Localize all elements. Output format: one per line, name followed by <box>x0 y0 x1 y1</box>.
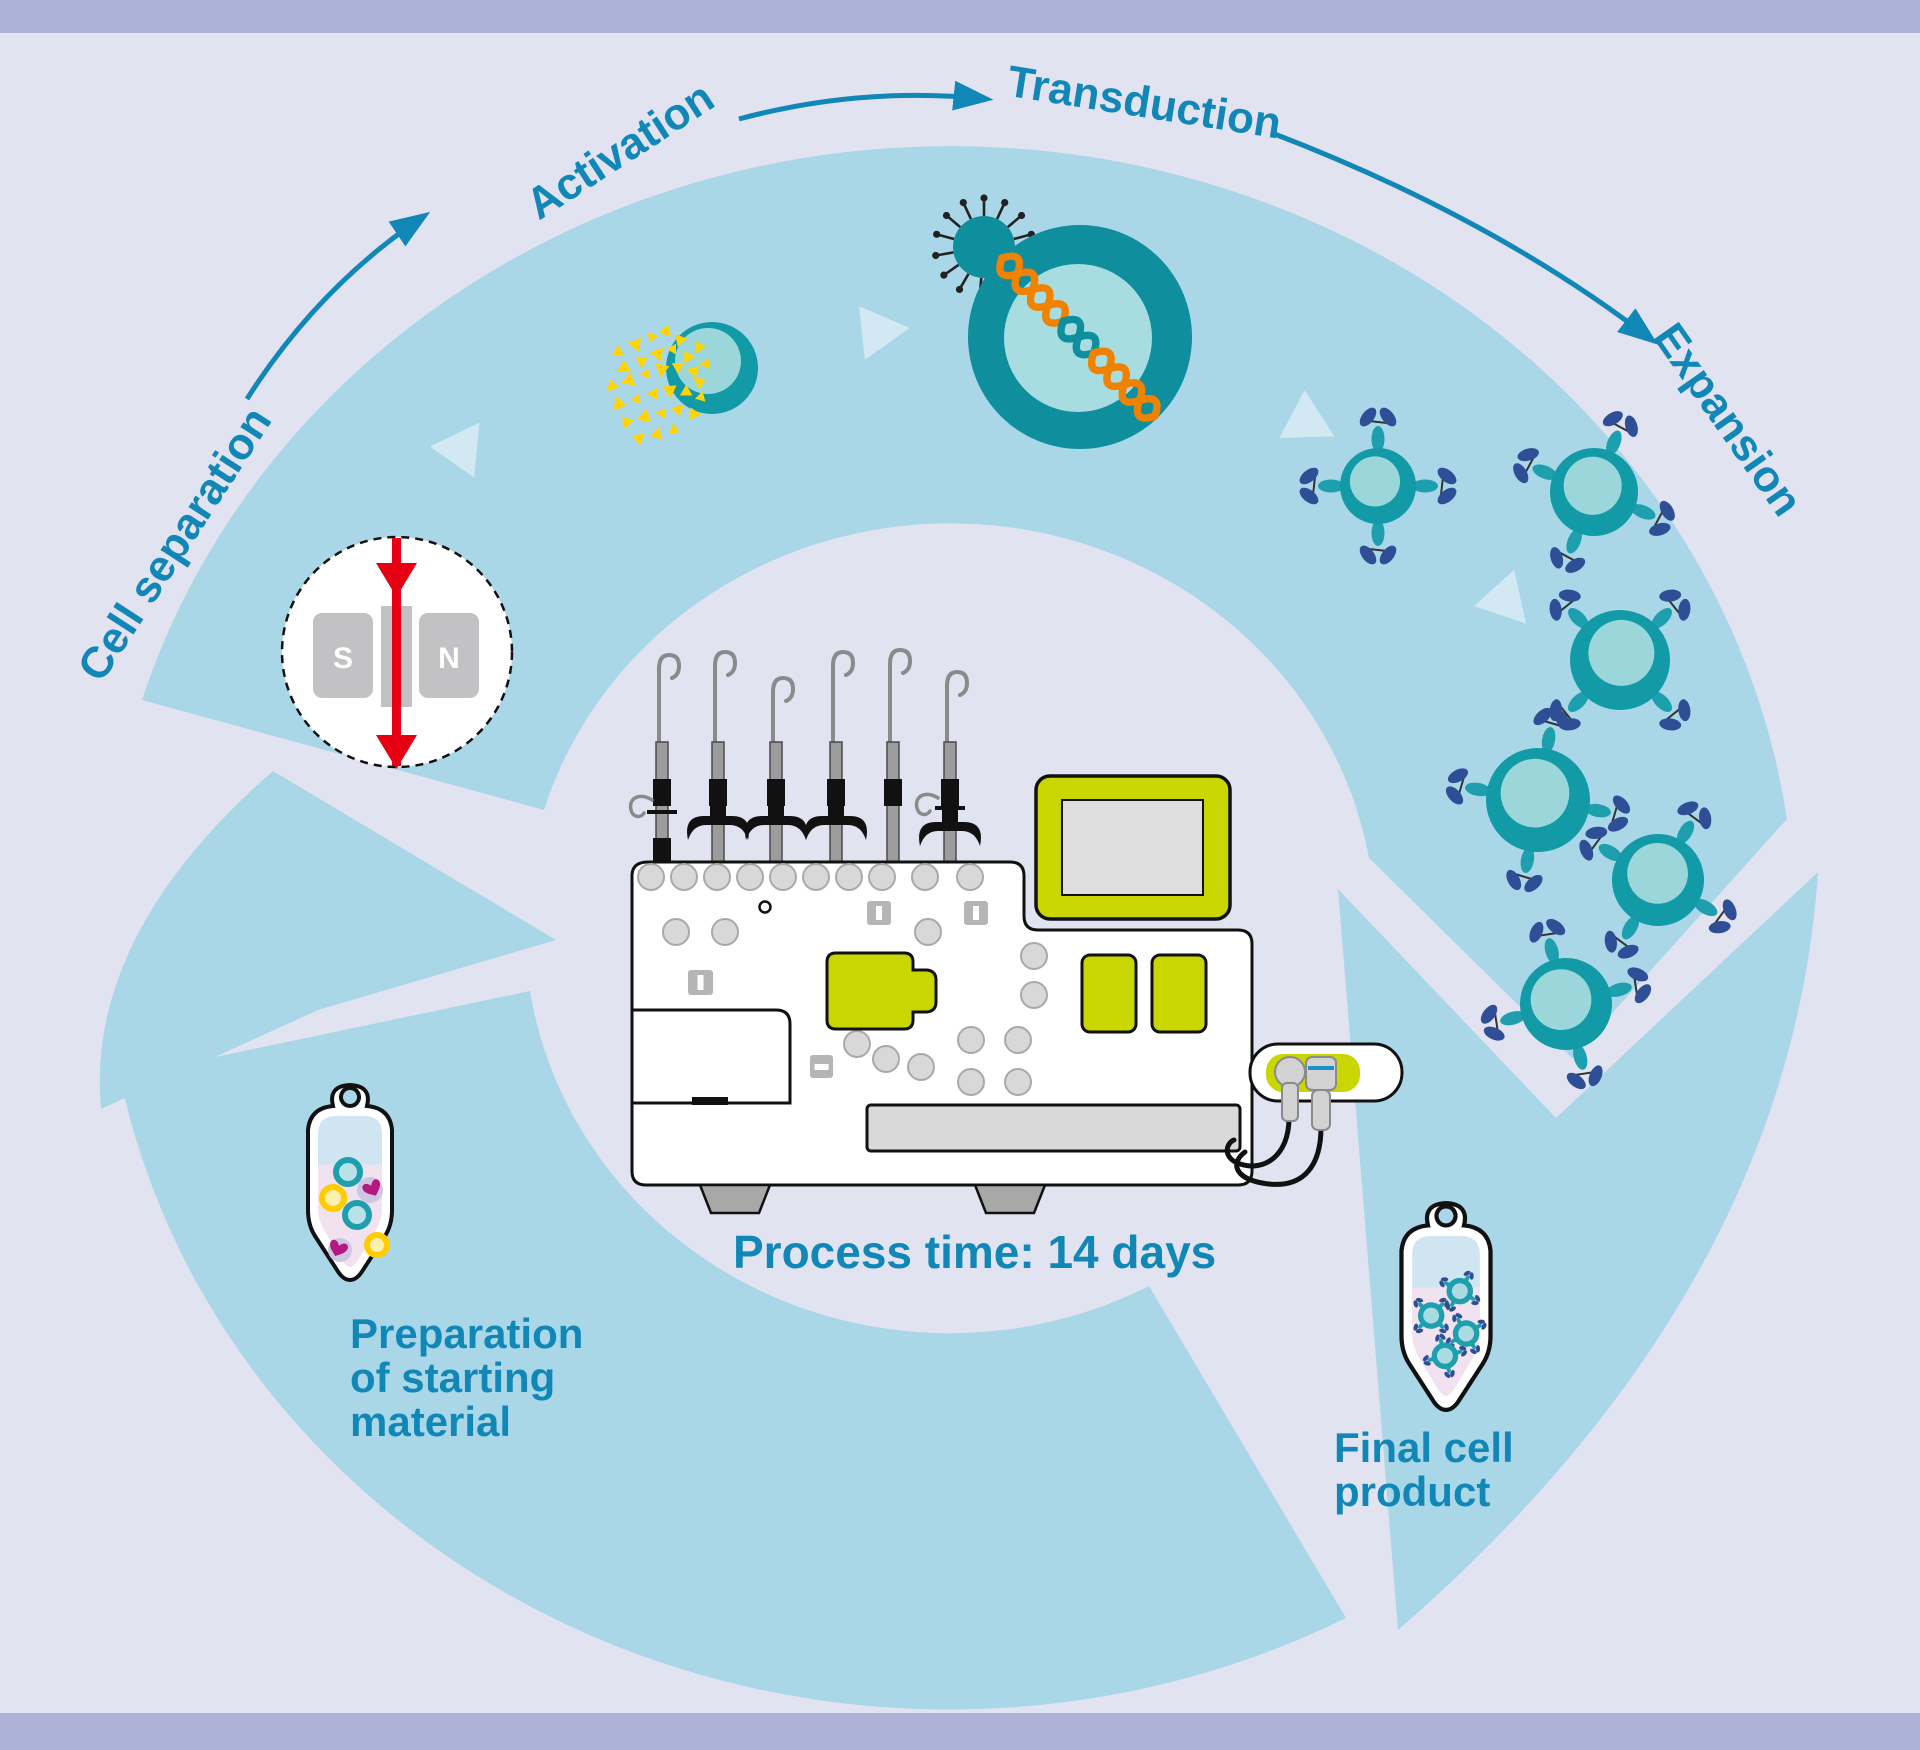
machine-foot <box>698 1183 772 1215</box>
car-t-cell-icon <box>1480 918 1652 1090</box>
car-t-cell-icon <box>1299 407 1457 565</box>
upper-arc-arrowhead-icon <box>1338 872 1818 1630</box>
machine-hanger-poles <box>628 647 981 868</box>
process-cycle-ring <box>99 146 1818 1710</box>
start-material-label: Preparation of starting material <box>350 1310 583 1445</box>
svg-text:material: material <box>350 1398 511 1445</box>
svg-text:Final cell: Final cell <box>1334 1424 1514 1471</box>
centrifuge-chamber <box>825 951 938 1031</box>
svg-text:Preparation: Preparation <box>350 1310 583 1357</box>
machine-drawer <box>630 1008 792 1105</box>
cell-processing-machine-icon <box>628 647 1404 1215</box>
lower-arc-arrow <box>120 991 1346 1710</box>
transduction-icon <box>932 194 1192 449</box>
final-product-bag-icon <box>1401 1203 1498 1410</box>
machine-ports <box>637 863 1048 1096</box>
car-t-cell-icon <box>1445 707 1631 893</box>
magnet-north-label: N <box>438 642 460 675</box>
process-time-label: Process time: 14 days <box>733 1226 1216 1278</box>
bottom-frame-band <box>0 1713 1920 1750</box>
starting-material-bag-icon <box>306 1083 394 1282</box>
magnetic-separation-icon: S N <box>280 535 514 769</box>
machine-button <box>1080 953 1138 1034</box>
machine-button <box>1150 953 1208 1034</box>
curved-step-arrow-icon <box>1271 130 1658 345</box>
magnet-south-label: S <box>333 642 353 675</box>
curved-step-arrow-icon <box>244 211 431 401</box>
final-product-cells <box>1413 1270 1487 1378</box>
machine-tray <box>865 1103 1242 1153</box>
starting-material-cells <box>319 1157 390 1262</box>
step-arrows <box>244 80 1658 401</box>
machine-foot <box>973 1183 1047 1215</box>
curved-step-arrow-icon <box>738 80 994 122</box>
car-t-cell-icon <box>1513 411 1675 573</box>
machine-pump-unit <box>1224 1042 1404 1187</box>
svg-text:product: product <box>1334 1468 1490 1515</box>
machine-screen-display <box>1061 799 1204 896</box>
top-frame-band <box>0 0 1920 33</box>
activation-beads <box>607 324 710 446</box>
flow-direction-triangles <box>429 306 1527 624</box>
svg-text:of starting: of starting <box>350 1354 555 1401</box>
final-product-label: Final cell product <box>1334 1424 1514 1515</box>
car-t-cell-cluster <box>1299 407 1737 1090</box>
viral-vector-icon <box>932 194 1036 300</box>
dna-helix-icon <box>996 252 1161 422</box>
car-t-cell-icon <box>1579 801 1737 959</box>
lower-arc-arrowhead-icon <box>99 771 557 1109</box>
upper-arc-arrow <box>142 146 1787 1058</box>
machine-slot-buttons <box>688 901 988 1078</box>
activated-cell-icon <box>607 322 758 446</box>
